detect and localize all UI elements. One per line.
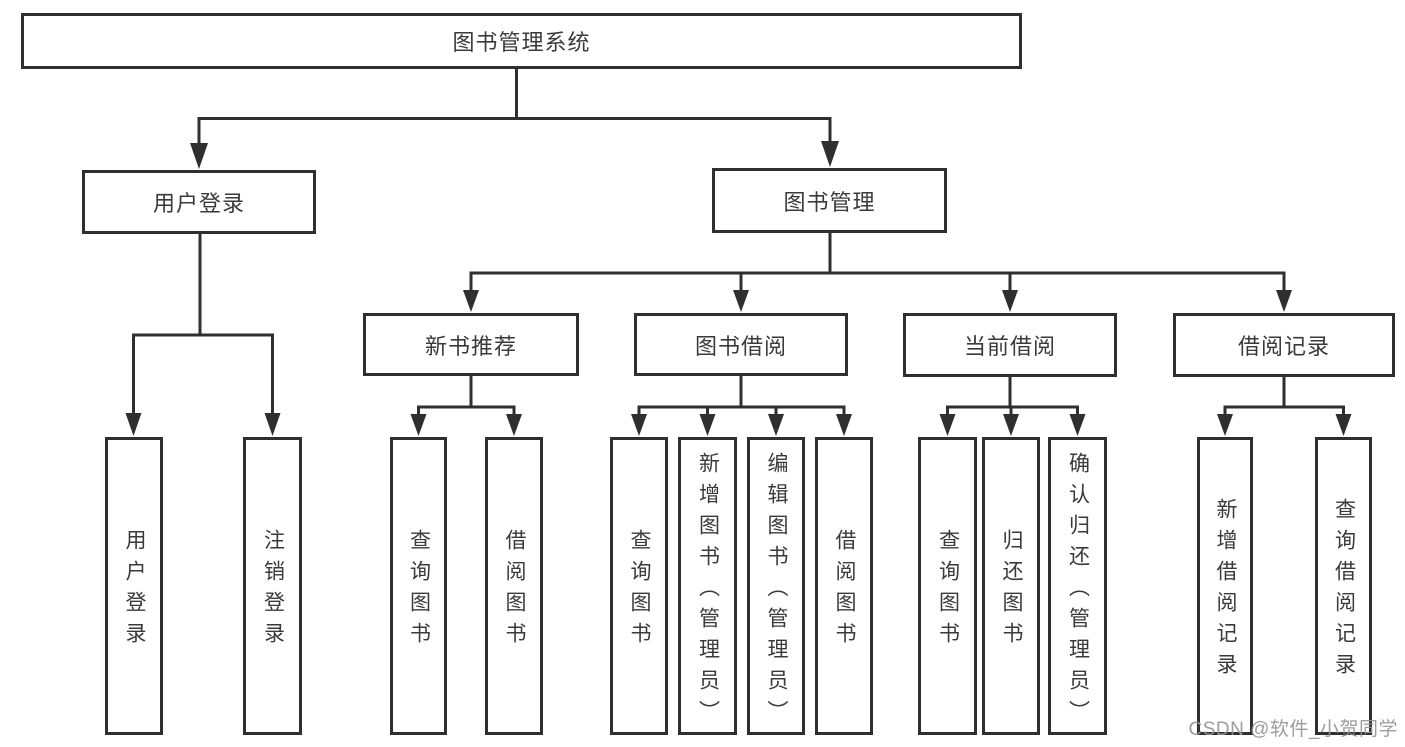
node-new-book-recommend: 新书推荐	[363, 313, 579, 376]
leaf-records-add-record-label: 新增借阅记录	[1214, 498, 1237, 684]
node-root-label: 图书管理系统	[452, 30, 591, 55]
node-borrow-records-label: 借阅记录	[1237, 334, 1330, 359]
node-book-borrow: 图书借阅	[634, 313, 848, 376]
node-book-borrow-label: 图书借阅	[694, 333, 787, 359]
node-user-login: 用户登录	[82, 170, 316, 234]
leaf-records-query-record-label: 查询借阅记录	[1332, 498, 1356, 684]
leaf-logout-label: 注销登录	[261, 529, 285, 653]
node-borrow-records: 借阅记录	[1173, 313, 1395, 377]
leaf-user-login: 用户登录	[105, 437, 163, 735]
leaf-current-return-books-label: 归还图书	[1000, 529, 1023, 653]
leaf-current-query-books: 查询图书	[918, 437, 977, 735]
leaf-recommend-borrow-books: 借阅图书	[485, 437, 543, 735]
leaf-borrow-add-books-label: 新增图书（管理员）	[696, 451, 720, 731]
leaf-records-add-record: 新增借阅记录	[1197, 437, 1253, 735]
leaf-current-confirm-return-label: 确认归还（管理员）	[1066, 451, 1090, 731]
leaf-records-query-record: 查询借阅记录	[1315, 437, 1372, 735]
node-user-login-label: 用户登录	[152, 191, 245, 216]
leaf-recommend-query-books-label: 查询图书	[407, 529, 431, 653]
watermark: CSDN @软件_小贺同学	[1188, 719, 1398, 740]
leaf-borrow-add-books: 新增图书（管理员）	[678, 437, 737, 735]
node-current-borrow: 当前借阅	[903, 313, 1117, 377]
node-book-management-label: 图书管理	[783, 189, 876, 215]
leaf-current-confirm-return: 确认归还（管理员）	[1048, 437, 1107, 735]
leaf-borrow-query-books: 查询图书	[610, 437, 668, 735]
leaf-user-login-label: 用户登录	[123, 529, 146, 653]
node-new-book-recommend-label: 新书推荐	[424, 333, 517, 359]
leaf-recommend-query-books: 查询图书	[390, 437, 447, 735]
node-current-borrow-label: 当前借阅	[963, 334, 1056, 359]
leaf-borrow-edit-books: 编辑图书（管理员）	[747, 437, 805, 735]
node-root: 图书管理系统	[21, 13, 1022, 69]
leaf-borrow-query-books-label: 查询图书	[628, 529, 651, 653]
node-book-management: 图书管理	[712, 168, 947, 233]
leaf-borrow-edit-books-label: 编辑图书（管理员）	[765, 451, 788, 731]
leaf-borrow-borrow-books: 借阅图书	[815, 437, 873, 735]
leaf-recommend-borrow-books-label: 借阅图书	[503, 529, 526, 653]
leaf-current-query-books-label: 查询图书	[936, 529, 960, 653]
leaf-current-return-books: 归还图书	[982, 437, 1040, 735]
leaf-borrow-borrow-books-label: 借阅图书	[833, 529, 856, 653]
leaf-logout: 注销登录	[243, 437, 302, 735]
